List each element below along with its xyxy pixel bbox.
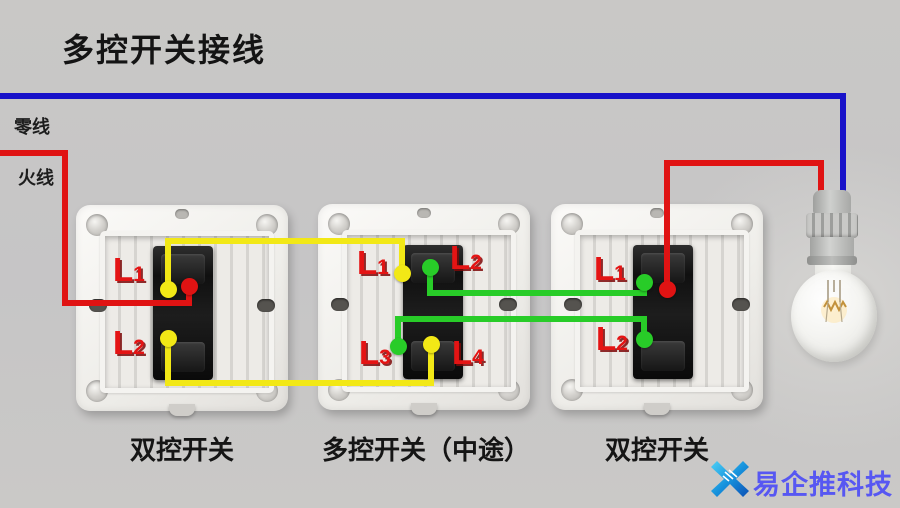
switch-module	[153, 246, 213, 380]
switch-module	[633, 245, 693, 379]
neutral-wire	[840, 93, 846, 197]
terminal-label: L2	[450, 239, 482, 276]
live-wire-label: 火线	[18, 168, 54, 188]
live-wire	[62, 150, 68, 306]
yellow-wire	[165, 238, 405, 244]
mount-hole	[175, 209, 189, 219]
side-slot	[499, 298, 517, 311]
bottom-tab	[169, 404, 195, 416]
terminal-label: L4	[452, 334, 484, 371]
bulb-socket-ring	[807, 256, 857, 265]
terminal-label: L1	[113, 251, 145, 288]
bulb-filament-icon	[821, 280, 847, 323]
terminal-label: L2	[113, 324, 145, 361]
bulb-socket-body	[810, 237, 854, 258]
bottom-tab	[411, 403, 437, 415]
switch-caption-2: 多控开关（中途）	[321, 435, 530, 465]
green-wire	[395, 316, 647, 322]
screw-hole	[731, 213, 753, 235]
yellow-wire	[165, 380, 434, 386]
side-slot	[564, 298, 582, 311]
live-wire	[62, 300, 192, 306]
neutral-wire-label: 零线	[14, 117, 50, 137]
side-slot	[331, 298, 349, 311]
yellow-wire	[165, 241, 171, 291]
live-wire	[664, 160, 824, 166]
live-wire	[818, 160, 824, 198]
mount-hole	[417, 208, 431, 218]
terminal-dot	[160, 281, 177, 298]
switch-caption-1: 双控开关	[129, 435, 234, 465]
screw-hole	[498, 213, 520, 235]
switch-caption-3: 双控开关	[604, 435, 709, 465]
screw-hole	[256, 214, 278, 236]
bulb-socket-cap	[813, 190, 851, 214]
green-wire	[395, 318, 401, 348]
screw-hole	[86, 214, 108, 236]
live-wire	[0, 150, 68, 156]
switch-panel-3	[551, 204, 763, 415]
green-wire	[641, 316, 647, 342]
terminal-dot	[423, 336, 440, 353]
terminal-dot	[394, 265, 411, 282]
green-wire	[427, 290, 647, 296]
screw-hole	[328, 213, 350, 235]
bottom-tab	[644, 403, 670, 415]
terminal-label: L3	[359, 334, 391, 371]
terminal-dot	[390, 338, 407, 355]
terminal-dot	[181, 278, 198, 295]
terminal-dot	[636, 331, 653, 348]
terminal-dot	[160, 330, 177, 347]
terminal-label: L2	[596, 320, 628, 357]
live-wire	[186, 286, 192, 306]
terminal-dot	[659, 281, 676, 298]
yellow-wire	[428, 345, 434, 386]
terminal-dot	[636, 274, 653, 291]
bulb-socket-ribs	[806, 213, 858, 238]
mount-hole	[650, 208, 664, 218]
watermark-text: 易企推科技	[753, 470, 893, 500]
green-wire	[427, 267, 433, 296]
live-wire	[664, 163, 670, 289]
yellow-wire	[165, 338, 171, 386]
terminal-dot	[422, 259, 439, 276]
switch-recess	[100, 231, 274, 393]
terminal-label: L1	[357, 244, 389, 281]
screw-hole	[561, 213, 583, 235]
watermark-logo-icon	[711, 461, 749, 497]
switch-panel-1	[76, 205, 288, 416]
yellow-wire	[399, 238, 405, 276]
side-slot	[732, 298, 750, 311]
neutral-wire	[0, 93, 846, 99]
terminal-label: L1	[594, 250, 626, 287]
side-slot	[257, 299, 275, 312]
diagram-title: 多控开关接线	[62, 32, 267, 68]
